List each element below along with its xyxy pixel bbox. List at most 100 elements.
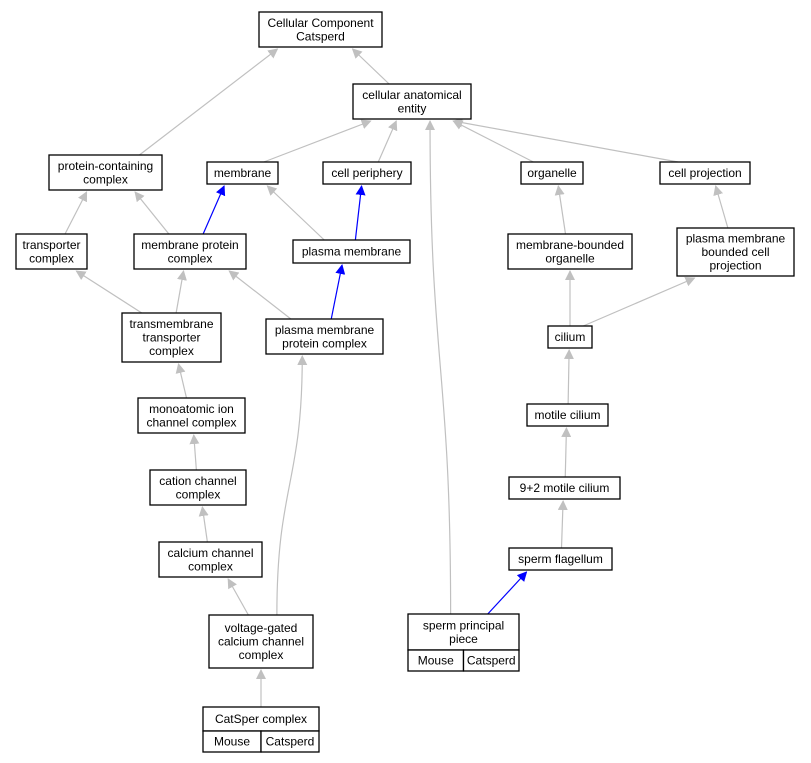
node-box bbox=[202, 706, 320, 732]
node-box bbox=[322, 161, 412, 185]
node-box bbox=[258, 11, 383, 48]
edge-mbo-to-organelle bbox=[554, 185, 567, 235]
node-pm[interactable]: plasma membrane bbox=[292, 239, 411, 264]
edge-pcc-to-root bbox=[139, 48, 279, 156]
node-box bbox=[526, 403, 609, 427]
node-cellper[interactable]: cell periphery bbox=[322, 161, 412, 185]
node-box bbox=[508, 547, 613, 571]
node-label-line: CatSper complex bbox=[215, 712, 307, 726]
node-label-line: cation channel bbox=[159, 474, 236, 488]
node-box bbox=[206, 161, 279, 185]
node-label-line: voltage-gated bbox=[225, 621, 298, 635]
node-label-line: complex bbox=[149, 344, 194, 358]
node-label-line: 9+2 motile cilium bbox=[520, 481, 610, 495]
node-label-line: complex bbox=[29, 251, 74, 265]
edge-pmpc-to-pm bbox=[330, 264, 346, 320]
node-label-line: motile cilium bbox=[534, 408, 600, 422]
node-label-line: plasma membrane bbox=[302, 245, 402, 259]
node-label-line: organelle bbox=[527, 166, 577, 180]
svg-text:Catsperd: Catsperd bbox=[467, 654, 516, 668]
node-label-line: complex bbox=[176, 487, 221, 501]
node-label-line: calcium channel bbox=[167, 546, 253, 560]
edge-pm-to-cellper bbox=[354, 185, 366, 241]
tag-mouse: Mouse bbox=[202, 730, 262, 753]
edge-organelle-to-cae bbox=[452, 120, 534, 163]
node-box bbox=[121, 312, 222, 363]
edge-tmtc-to-mpc bbox=[175, 270, 187, 314]
edge-sperm-to-nine bbox=[557, 500, 568, 549]
edge-cellproj-to-cae bbox=[452, 117, 679, 163]
node-box bbox=[208, 614, 314, 669]
node-membrane[interactable]: membrane bbox=[206, 161, 279, 185]
node-box bbox=[508, 476, 621, 500]
node-label-line: complex bbox=[239, 648, 284, 662]
node-label-line: membrane bbox=[214, 166, 272, 180]
edge-ccc-to-maicc bbox=[189, 434, 200, 471]
tag-catsperd: Catsperd bbox=[260, 730, 320, 753]
svg-text:Mouse: Mouse bbox=[214, 735, 250, 749]
node-label-line: plasma membrane bbox=[686, 232, 786, 246]
node-label-line: membrane-bounded bbox=[516, 238, 624, 252]
edge-calcium-to-ccc bbox=[198, 506, 209, 543]
node-label-line: sperm flagellum bbox=[518, 552, 603, 566]
tag-catsperd: Catsperd bbox=[462, 649, 520, 672]
edge-spp-to-cae bbox=[425, 120, 452, 615]
node-cilium[interactable]: cilium bbox=[547, 325, 593, 349]
edge-pmpc-to-mpc bbox=[228, 270, 292, 320]
node-box bbox=[547, 325, 593, 349]
node-label-line: protein-containing bbox=[58, 159, 153, 173]
node-box bbox=[507, 233, 633, 270]
edge-tmtc-to-transporter bbox=[75, 270, 143, 314]
node-nine[interactable]: 9+2 motile cilium bbox=[508, 476, 621, 500]
node-box bbox=[158, 541, 263, 578]
node-sperm[interactable]: sperm flagellum bbox=[508, 547, 613, 571]
tag-mouse: Mouse bbox=[407, 649, 465, 672]
edge-motile-to-cilium bbox=[563, 349, 574, 405]
node-box bbox=[659, 161, 751, 185]
node-label-line: membrane protein bbox=[141, 238, 238, 252]
node-label-line: complex bbox=[168, 251, 213, 265]
node-label-line: complex bbox=[83, 172, 128, 186]
edge-vgcc-to-pmpc bbox=[276, 355, 308, 616]
node-label-line: projection bbox=[709, 259, 761, 273]
edge-pm-to-membrane bbox=[266, 185, 325, 241]
node-box bbox=[48, 154, 163, 191]
node-label-line: calcium channel bbox=[218, 635, 304, 649]
node-label-line: Cellular Component bbox=[267, 16, 374, 30]
node-box bbox=[265, 318, 384, 355]
node-box bbox=[520, 161, 584, 185]
node-cellproj[interactable]: cell projection bbox=[659, 161, 751, 185]
edge-cae-to-root bbox=[351, 48, 390, 85]
node-box bbox=[676, 227, 795, 277]
edge-maicc-to-tmtc bbox=[175, 363, 188, 399]
edge-cellper-to-cae bbox=[377, 120, 398, 163]
edge-mpc-to-membrane bbox=[202, 185, 226, 235]
node-label-line: monoatomic ion bbox=[149, 402, 234, 416]
edge-vgcc-to-calcium bbox=[227, 578, 249, 616]
node-box bbox=[292, 239, 411, 264]
edges-layer bbox=[64, 48, 729, 707]
node-box bbox=[133, 233, 247, 270]
node-box bbox=[137, 397, 246, 434]
edge-spp-to-sperm bbox=[487, 571, 528, 615]
edge-membrane-to-cae bbox=[263, 119, 372, 163]
node-organelle[interactable]: organelle bbox=[520, 161, 584, 185]
node-label-line: bounded cell bbox=[701, 245, 769, 259]
node-motile[interactable]: motile cilium bbox=[526, 403, 609, 427]
